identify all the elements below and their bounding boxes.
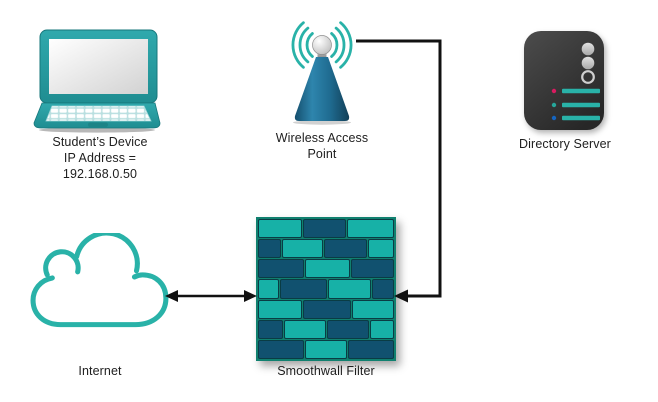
brick-row: [259, 260, 393, 278]
smoothwall-filter-label: Smoothwall Filter: [256, 363, 396, 379]
brick: [370, 320, 393, 338]
directory-server-label-line: Directory Server: [519, 137, 611, 151]
arrow-wap-filter: [356, 39, 442, 303]
wap-label-line1: Wireless Access: [275, 131, 369, 145]
student-device-ip-value: 192.168.0.50: [62, 167, 138, 181]
wireless-access-point-icon: [291, 21, 353, 125]
brick-row: [259, 320, 393, 338]
brick: [369, 240, 393, 258]
brick: [305, 340, 347, 358]
wap-label-line2: Point: [307, 147, 337, 161]
brick: [259, 320, 282, 338]
brick: [352, 260, 393, 278]
brick: [353, 300, 393, 318]
brick-row: [259, 340, 393, 358]
server-led-icon: [581, 56, 595, 70]
directory-server-label: Directory Server: [495, 136, 635, 152]
brick: [305, 260, 350, 278]
brick-row: [259, 300, 393, 318]
smoothwall-filter-label-line: Smoothwall Filter: [277, 364, 375, 378]
brick: [304, 220, 346, 238]
brick: [259, 240, 281, 258]
arrowhead-left-icon: [165, 290, 178, 302]
student-device-ip-caption: IP Address =: [63, 151, 137, 165]
student-device-label: Student’s Device IP Address = 192.168.0.…: [28, 134, 172, 182]
brick: [259, 260, 303, 278]
arrow-internet-filter: [165, 290, 257, 302]
brick: [259, 220, 302, 238]
server-ring-icon: [581, 70, 595, 84]
brick: [304, 300, 351, 318]
brick-row: [259, 220, 393, 238]
student-device-name: Student’s Device: [52, 135, 148, 149]
directory-server-icon: [524, 31, 604, 130]
server-bars-icon: [562, 88, 600, 121]
server-dot-blue: [551, 115, 557, 121]
server-led-icon: [581, 42, 595, 56]
brick: [348, 220, 393, 238]
laptop-icon: [33, 29, 161, 133]
brick-row: [259, 240, 393, 258]
brick: [349, 340, 393, 358]
internet-cloud-icon: [30, 233, 169, 328]
brick-wall-icon: [256, 217, 396, 361]
internet-label-line: Internet: [78, 364, 122, 378]
server-dot-teal: [551, 102, 557, 108]
brick-row: [259, 280, 393, 298]
brick: [373, 280, 393, 298]
brick: [259, 280, 278, 298]
brick: [259, 300, 302, 318]
brick: [284, 320, 325, 338]
brick: [283, 240, 322, 258]
wireless-access-point-label: Wireless Access Point: [252, 130, 392, 162]
brick: [325, 240, 367, 258]
internet-label: Internet: [30, 363, 170, 379]
brick: [280, 280, 326, 298]
arrowhead-right-icon: [244, 290, 257, 302]
server-dot-pink: [551, 88, 557, 94]
brick: [328, 280, 370, 298]
brick: [259, 340, 303, 358]
brick: [327, 320, 368, 338]
arrowhead-left-icon: [394, 289, 408, 303]
